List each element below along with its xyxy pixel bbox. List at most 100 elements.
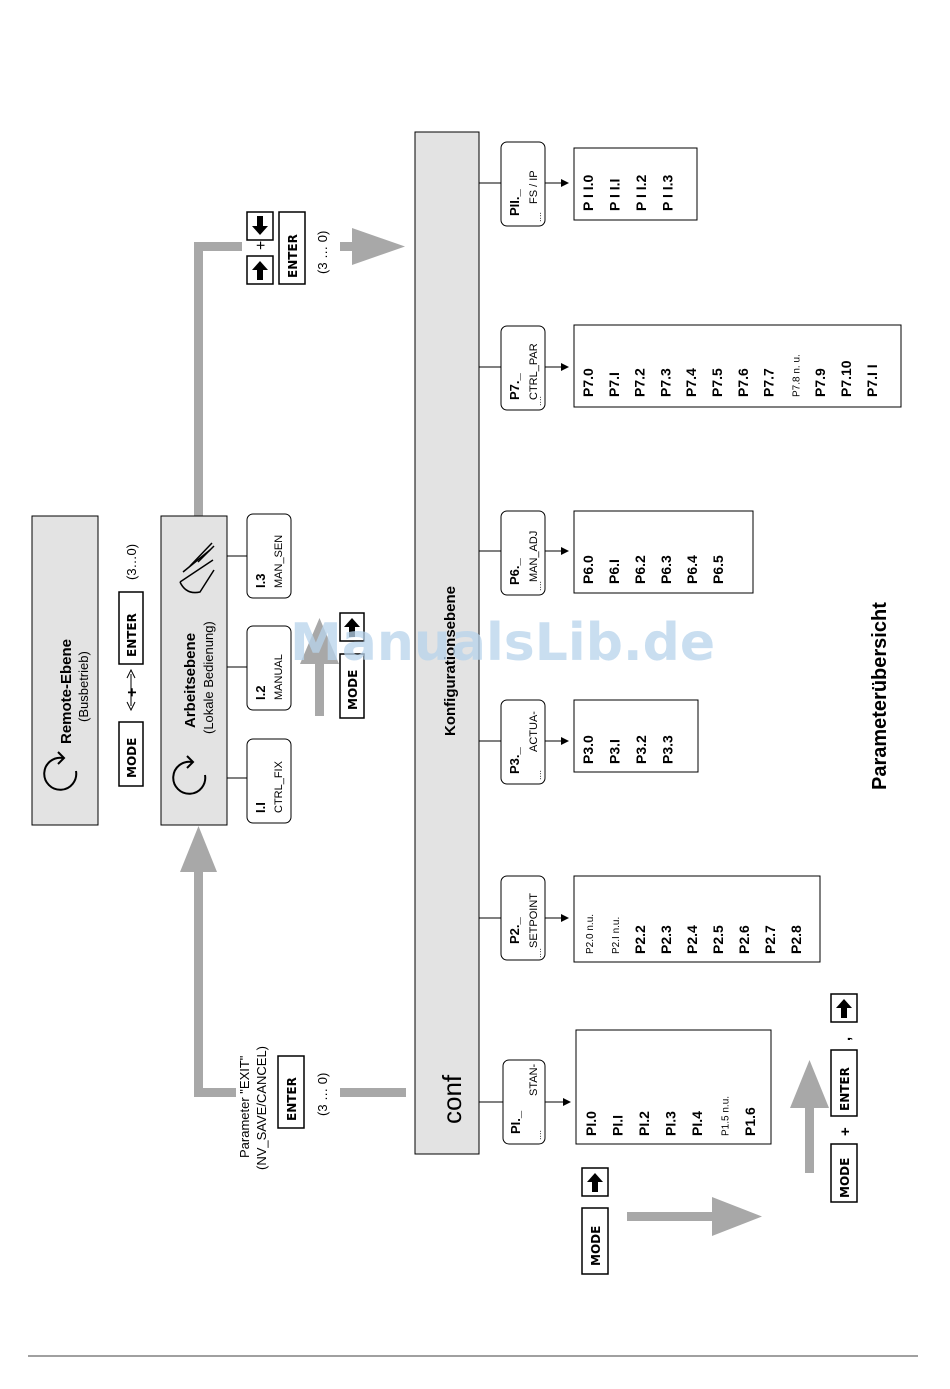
bottom-keys: MODE + ENTER , bbox=[830, 993, 858, 1203]
param-item: P7.8 n. u. bbox=[791, 354, 802, 397]
param-item: P3.2 bbox=[633, 735, 649, 764]
remote-enter-key[interactable] bbox=[118, 591, 144, 665]
page-title: Parameterübersicht bbox=[869, 602, 891, 790]
param-item: P7.3 bbox=[657, 368, 673, 397]
group-box-p11[interactable] bbox=[500, 141, 546, 227]
param-item: P1.6 bbox=[742, 1107, 758, 1136]
mode-code-man-sen: I.3 bbox=[253, 574, 268, 588]
config-level: Konfigurationsebene conf bbox=[414, 131, 480, 1155]
remote-plus: + bbox=[124, 688, 141, 697]
group-box-p7[interactable] bbox=[500, 325, 546, 411]
bottom-mode-key[interactable] bbox=[830, 1143, 858, 1203]
mode-code-ctrl-fix: I.I bbox=[253, 802, 268, 813]
work-cycle-icon bbox=[172, 755, 207, 795]
hand-icon bbox=[179, 542, 215, 594]
remote-cycle-icon bbox=[43, 751, 78, 791]
param-item: P2.4 bbox=[684, 925, 700, 954]
remote-level-box bbox=[31, 515, 99, 826]
lower-up-arrow-shaft bbox=[805, 1105, 814, 1173]
exit-arrow-h2 bbox=[194, 1088, 236, 1097]
bottom-enter-key-label: ENTER bbox=[838, 1067, 852, 1111]
exit-arrow-h1 bbox=[340, 1088, 406, 1097]
mode-name-man-sen: MAN_SEN bbox=[273, 535, 285, 588]
param-item: P7.9 bbox=[812, 368, 828, 397]
lower-right-arrow-shaft bbox=[627, 1212, 715, 1221]
middle-mode-key-label: MODE bbox=[346, 670, 360, 710]
work-level-subtitle: (Lokale Bedienung) bbox=[201, 621, 216, 734]
param-list-p3 bbox=[573, 699, 699, 773]
group-name-p1: STAN- bbox=[528, 1063, 540, 1096]
config-enter-key[interactable] bbox=[278, 211, 306, 285]
param-item: P6.0 bbox=[580, 555, 596, 584]
work-level-title: Arbeitsebene bbox=[182, 633, 199, 728]
flow-arrows bbox=[180, 228, 829, 1236]
config-range: (3 … 0) bbox=[315, 231, 330, 274]
work-level-box bbox=[160, 515, 228, 826]
group-code-p3: P3._ bbox=[507, 746, 522, 774]
remote-mode-key[interactable] bbox=[118, 721, 144, 787]
remote-level: Remote-Ebene (Busbetrieb) bbox=[31, 515, 99, 826]
bottom-plus: + bbox=[837, 1127, 854, 1136]
param-items-p3: P3.0 P3.I P3.2 P3.3 bbox=[580, 735, 676, 764]
param-item: P7.0 bbox=[580, 368, 596, 397]
group-name-p3: ACTUA- bbox=[528, 711, 540, 752]
group-dots-p1: .... bbox=[533, 1130, 543, 1140]
remote-range: (3…0) bbox=[124, 544, 139, 580]
param-item: P3.3 bbox=[660, 735, 676, 764]
param-item: P7.2 bbox=[632, 368, 648, 397]
group-name-p6: MAN_ADJ bbox=[528, 531, 540, 582]
mode-box-manual[interactable] bbox=[246, 625, 292, 711]
bottom-enter-key[interactable] bbox=[830, 1049, 858, 1117]
middle-mode-key[interactable] bbox=[339, 653, 365, 719]
param-item: P1.5 n.u. bbox=[721, 1096, 732, 1136]
param-item: PI.I bbox=[610, 1115, 626, 1136]
param-item: P7.6 bbox=[735, 368, 751, 397]
remote-enter-key-label: ENTER bbox=[125, 613, 139, 657]
exit-line1: Parameter "EXIT" bbox=[237, 1055, 252, 1158]
group-name-p11: FS / IP bbox=[528, 170, 540, 204]
mode-code-manual: I.2 bbox=[253, 686, 268, 700]
lower-left-up-key-icon bbox=[587, 1173, 603, 1192]
param-item: P6.4 bbox=[684, 555, 700, 584]
watermark: ManualsLib.de bbox=[290, 613, 715, 673]
exit-range: (3 … 0) bbox=[315, 1073, 330, 1116]
bottom-comma: , bbox=[837, 1037, 854, 1041]
param-item: P2.3 bbox=[658, 925, 674, 954]
config-arrow-h1 bbox=[194, 242, 242, 251]
param-item: P3.0 bbox=[580, 735, 596, 764]
mode-box-ctrl-fix[interactable] bbox=[246, 738, 292, 824]
work-modes: I.I CTRL_FIX I.2 MANUAL I.3 MAN_SEN bbox=[246, 513, 292, 824]
mode-box-man-sen[interactable] bbox=[246, 513, 292, 599]
group-dots-p11: .... bbox=[533, 212, 543, 222]
group-code-p11: PII._ bbox=[507, 188, 522, 216]
group-box-p3[interactable] bbox=[500, 699, 546, 785]
param-item: P I I.I bbox=[607, 179, 623, 211]
group-dots-p6: .... bbox=[533, 581, 543, 591]
lower-left-mode-key[interactable] bbox=[581, 1207, 609, 1275]
config-down-key-icon bbox=[252, 216, 268, 235]
group-dots-p7: .... bbox=[533, 396, 543, 406]
group-code-p6: P6._ bbox=[507, 557, 522, 585]
exit-line2: (NV_SAVE/CANCEL) bbox=[254, 1046, 269, 1170]
param-item: P7.4 bbox=[683, 368, 699, 397]
config-display: conf bbox=[437, 1074, 467, 1124]
param-item: P6.5 bbox=[710, 555, 726, 584]
exit-enter-key[interactable] bbox=[277, 1055, 305, 1129]
param-item: P7.I bbox=[606, 372, 622, 397]
param-item: P6.3 bbox=[658, 555, 674, 584]
group-name-p2: SETPOINT bbox=[528, 893, 540, 948]
bottom-up-key-icon bbox=[836, 999, 852, 1018]
remote-keys: MODE + ENTER (3…0) bbox=[118, 544, 144, 787]
group-box-p6[interactable] bbox=[500, 510, 546, 596]
mode-name-ctrl-fix: CTRL_FIX bbox=[273, 760, 285, 813]
remote-mode-key-label: MODE bbox=[125, 738, 139, 778]
param-item: P7.I I bbox=[864, 364, 880, 397]
param-item: P3.I bbox=[607, 739, 623, 764]
param-item: PI.0 bbox=[583, 1111, 599, 1136]
param-list-p2 bbox=[573, 875, 821, 963]
config-up-key-icon bbox=[252, 261, 268, 280]
